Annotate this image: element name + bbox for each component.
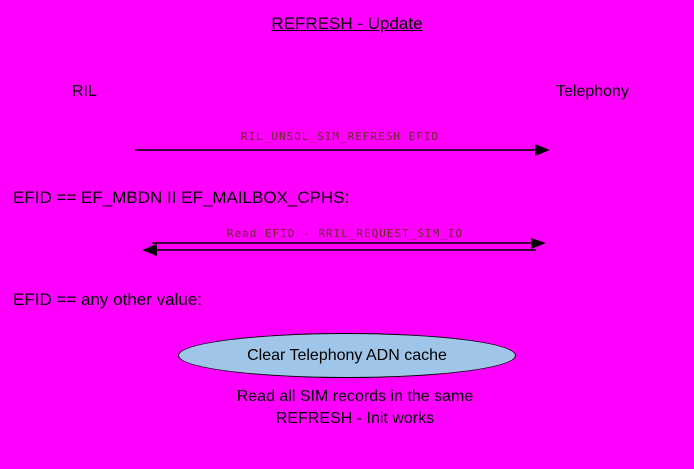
condition-mbdn-mailbox: EFID == EF_MBDN II EF_MAILBOX_CPHS:	[13, 188, 350, 207]
footer-note-line2: REFRESH - Init works	[275, 410, 435, 427]
footer-note-line1: Read all SIM records in the same	[236, 388, 474, 405]
arrow-label-refresh-efid: RIL_UNSOL_SIM_REFRESH EFID	[240, 130, 440, 143]
condition-any-other-value: EFID == any other value:	[13, 290, 202, 309]
clear-adn-cache-label: Clear Telephony ADN cache	[247, 346, 447, 364]
actor-ril: RIL	[72, 83, 97, 100]
diagram-title: REFRESH - Update	[271, 14, 423, 33]
arrow-bidirectional-icon	[142, 238, 546, 256]
actor-telephony: Telephony	[556, 83, 629, 100]
arrow-right-icon	[135, 144, 550, 156]
footer-note: Read all SIM records in the same REFRESH…	[150, 386, 560, 430]
clear-adn-cache-node: Clear Telephony ADN cache	[178, 333, 516, 378]
arrow-label-read-efid: Read EFID - RRIL_REQUEST_SIM_IO	[226, 227, 464, 240]
